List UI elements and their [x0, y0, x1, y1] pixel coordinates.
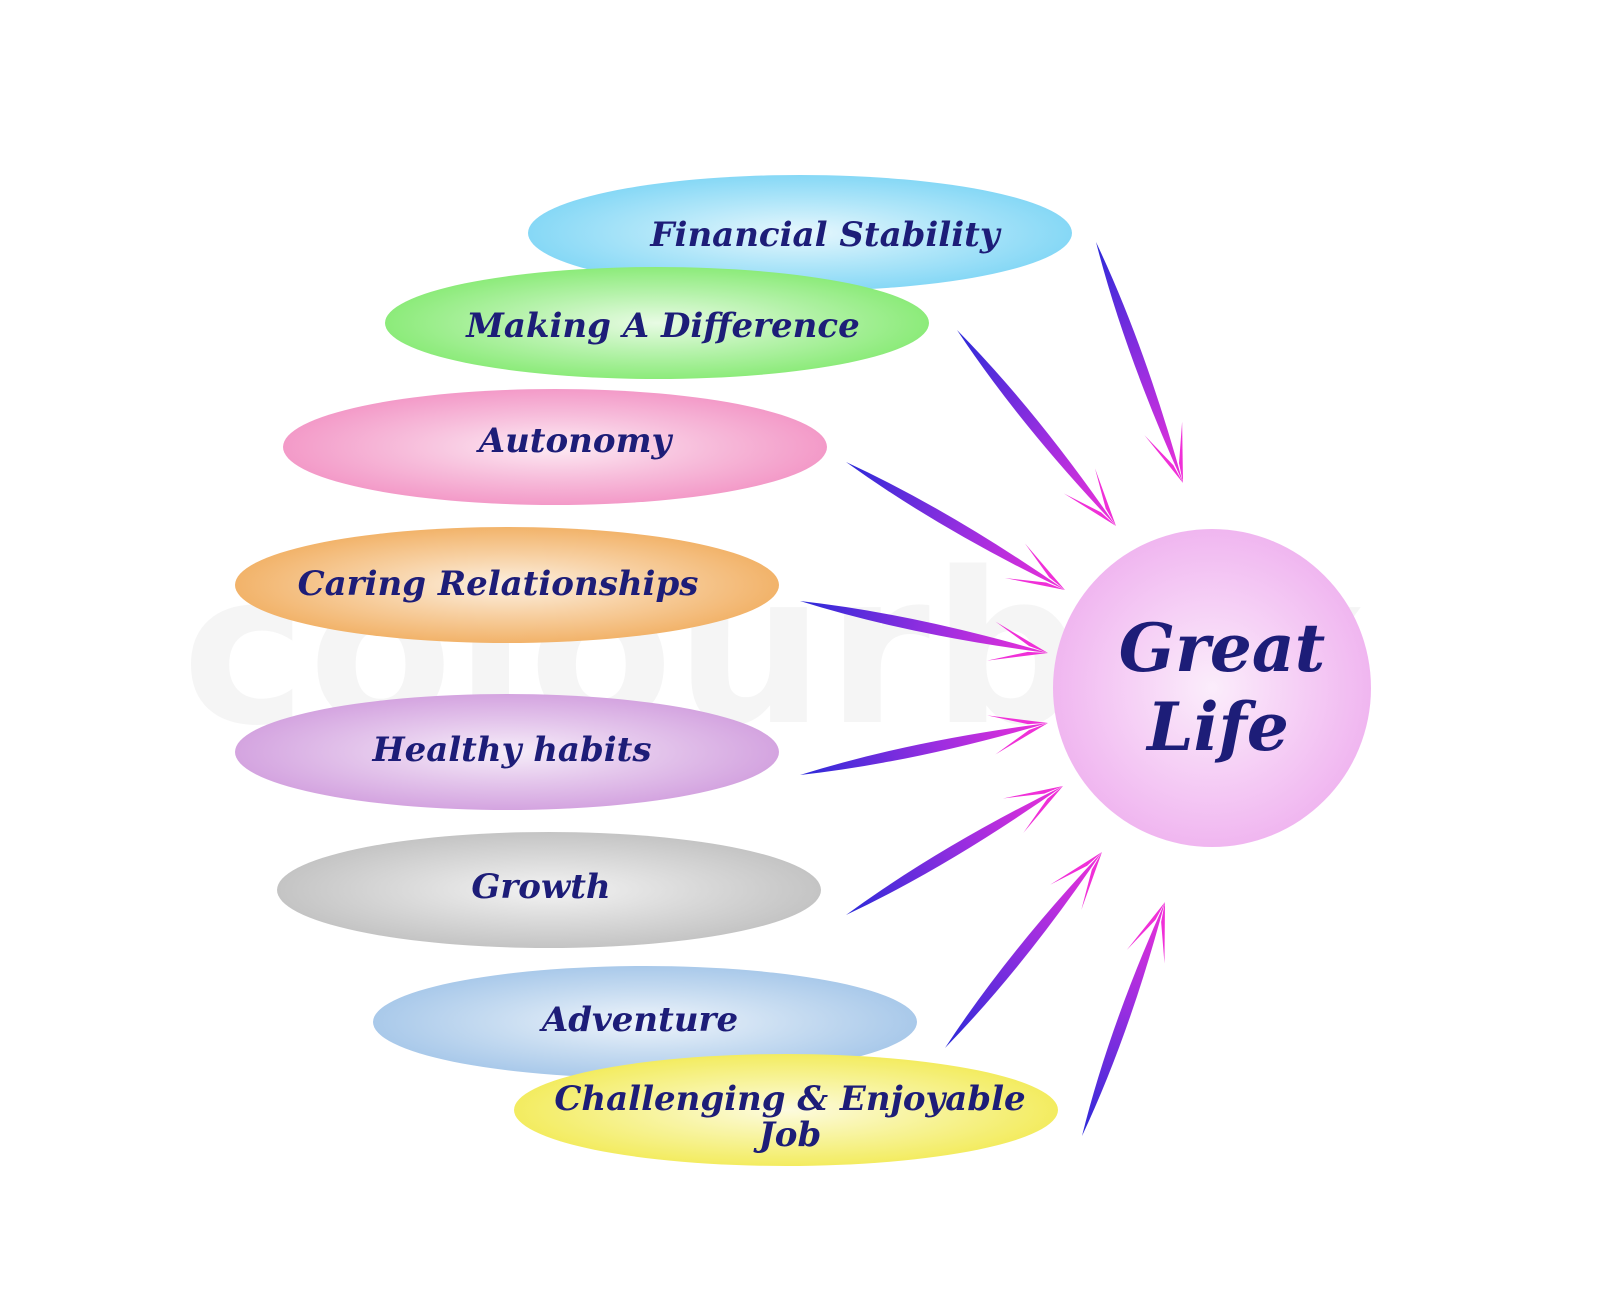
arrow-head-barb — [987, 715, 1048, 725]
arrow-shaft — [1096, 242, 1183, 483]
arrow-head-barb — [995, 621, 1048, 653]
factor-oval-healthy-habits — [235, 694, 779, 810]
arrow-challenging-enjoyable-job — [1082, 902, 1165, 1136]
factor-oval-growth — [277, 832, 821, 948]
arrow-shaft — [846, 786, 1063, 915]
factor-adventure: Adventure — [373, 966, 917, 1078]
factor-healthy-habits: Healthy habits — [235, 694, 779, 810]
factor-label-healthy-habits: Healthy habits — [371, 730, 651, 770]
factor-label-making-a-difference: Making A Difference — [465, 306, 859, 346]
factor-oval-financial-stability — [528, 175, 1072, 291]
arrow-caring-relationships — [800, 601, 1048, 661]
factor-label-growth: Growth — [471, 867, 610, 907]
arrows-group — [800, 242, 1183, 1136]
arrow-head-barb — [1094, 468, 1116, 526]
arrow-head-barb — [1004, 577, 1065, 590]
factor-label-adventure: Adventure — [539, 1000, 738, 1040]
hub-circle — [1053, 529, 1371, 847]
arrow-shaft — [800, 601, 1048, 653]
arrow-healthy-habits — [800, 715, 1048, 775]
factor-oval-making-a-difference — [385, 267, 929, 379]
factor-label-financial-stability: Financial Stability — [649, 215, 1001, 255]
arrow-autonomy — [846, 462, 1065, 590]
arrow-head-barb — [1144, 435, 1183, 483]
factor-growth: Growth — [277, 832, 821, 948]
factor-financial-stability: Financial Stability — [528, 175, 1072, 291]
arrow-head-barb — [1025, 543, 1065, 590]
arrow-financial-stability — [1096, 242, 1183, 483]
factor-label-challenging-enjoyable-job-line-1: Challenging & Enjoyable — [554, 1079, 1025, 1119]
factor-autonomy: Autonomy — [283, 389, 827, 505]
arrow-head-barb — [1161, 902, 1165, 964]
arrow-head-barb — [987, 651, 1048, 661]
hub-title-line-1: Great — [1119, 609, 1325, 687]
factor-caring-relationships: Caring Relationships — [235, 527, 779, 643]
arrow-head-barb — [1179, 421, 1183, 483]
factor-oval-adventure — [373, 966, 917, 1078]
factor-label-caring-relationships: Caring Relationships — [298, 564, 699, 604]
arrow-shaft — [800, 723, 1048, 775]
arrow-shaft — [945, 852, 1102, 1048]
hub-title-line-2: Life — [1145, 688, 1289, 766]
arrow-head-barb — [1126, 902, 1165, 950]
factor-label-challenging-enjoyable-job-line-2: Job — [753, 1115, 822, 1155]
arrow-growth — [846, 786, 1063, 915]
arrow-making-a-difference — [957, 330, 1116, 526]
arrow-head-barb — [1050, 852, 1102, 885]
arrow-head-barb — [1023, 786, 1063, 833]
arrow-head-barb — [1081, 852, 1102, 910]
factor-oval-challenging-enjoyable-job — [514, 1054, 1058, 1166]
arrow-head-barb — [995, 723, 1048, 755]
factor-making-a-difference: Making A Difference — [385, 267, 929, 379]
factor-label-autonomy: Autonomy — [476, 421, 674, 461]
factor-oval-autonomy — [283, 389, 827, 505]
factor-oval-caring-relationships — [235, 527, 779, 643]
arrow-head-barb — [1002, 786, 1063, 799]
arrow-shaft — [1082, 902, 1165, 1136]
arrow-head-barb — [1063, 493, 1116, 526]
arrow-shaft — [846, 462, 1065, 590]
arrow-shaft — [957, 330, 1116, 526]
arrow-adventure — [945, 852, 1102, 1048]
